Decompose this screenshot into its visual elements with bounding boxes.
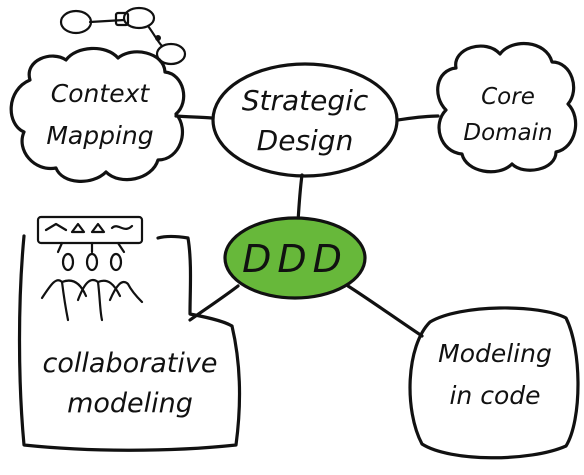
strategic-line1: Strategic <box>242 84 369 117</box>
strategic-line2: Design <box>257 124 354 157</box>
link-ddd-collab <box>188 284 240 322</box>
ddd-label: DDD <box>242 237 348 281</box>
code-line1: Modeling <box>438 339 552 368</box>
people-icon <box>40 252 144 322</box>
context-mapping-cloud: Context Mapping <box>9 46 186 183</box>
collab-line2: modeling <box>67 388 193 419</box>
link-strategic-context <box>174 114 214 120</box>
ddd-center-node: DDD <box>223 216 367 300</box>
ddd-ellipse <box>223 216 367 300</box>
context-line1: Context <box>51 79 151 108</box>
collab-line1: collaborative <box>43 348 218 379</box>
whiteboard-icon <box>36 215 144 254</box>
link-strategic-ddd <box>296 173 304 224</box>
collaborative-modeling-node: collaborative modeling <box>17 215 242 452</box>
link-ddd-code <box>346 284 424 338</box>
core-domain-cloud: Core Domain <box>436 41 578 174</box>
modeling-in-code-node: Modeling in code <box>408 306 580 460</box>
core-line1: Core <box>481 84 535 110</box>
strategic-design-node: Strategic Design <box>211 62 399 178</box>
code-line2: in code <box>449 381 540 410</box>
context-line2: Mapping <box>46 121 153 150</box>
link-strategic-core <box>396 114 440 122</box>
core-line2: Domain <box>463 120 552 146</box>
glasses-icon <box>59 6 187 66</box>
